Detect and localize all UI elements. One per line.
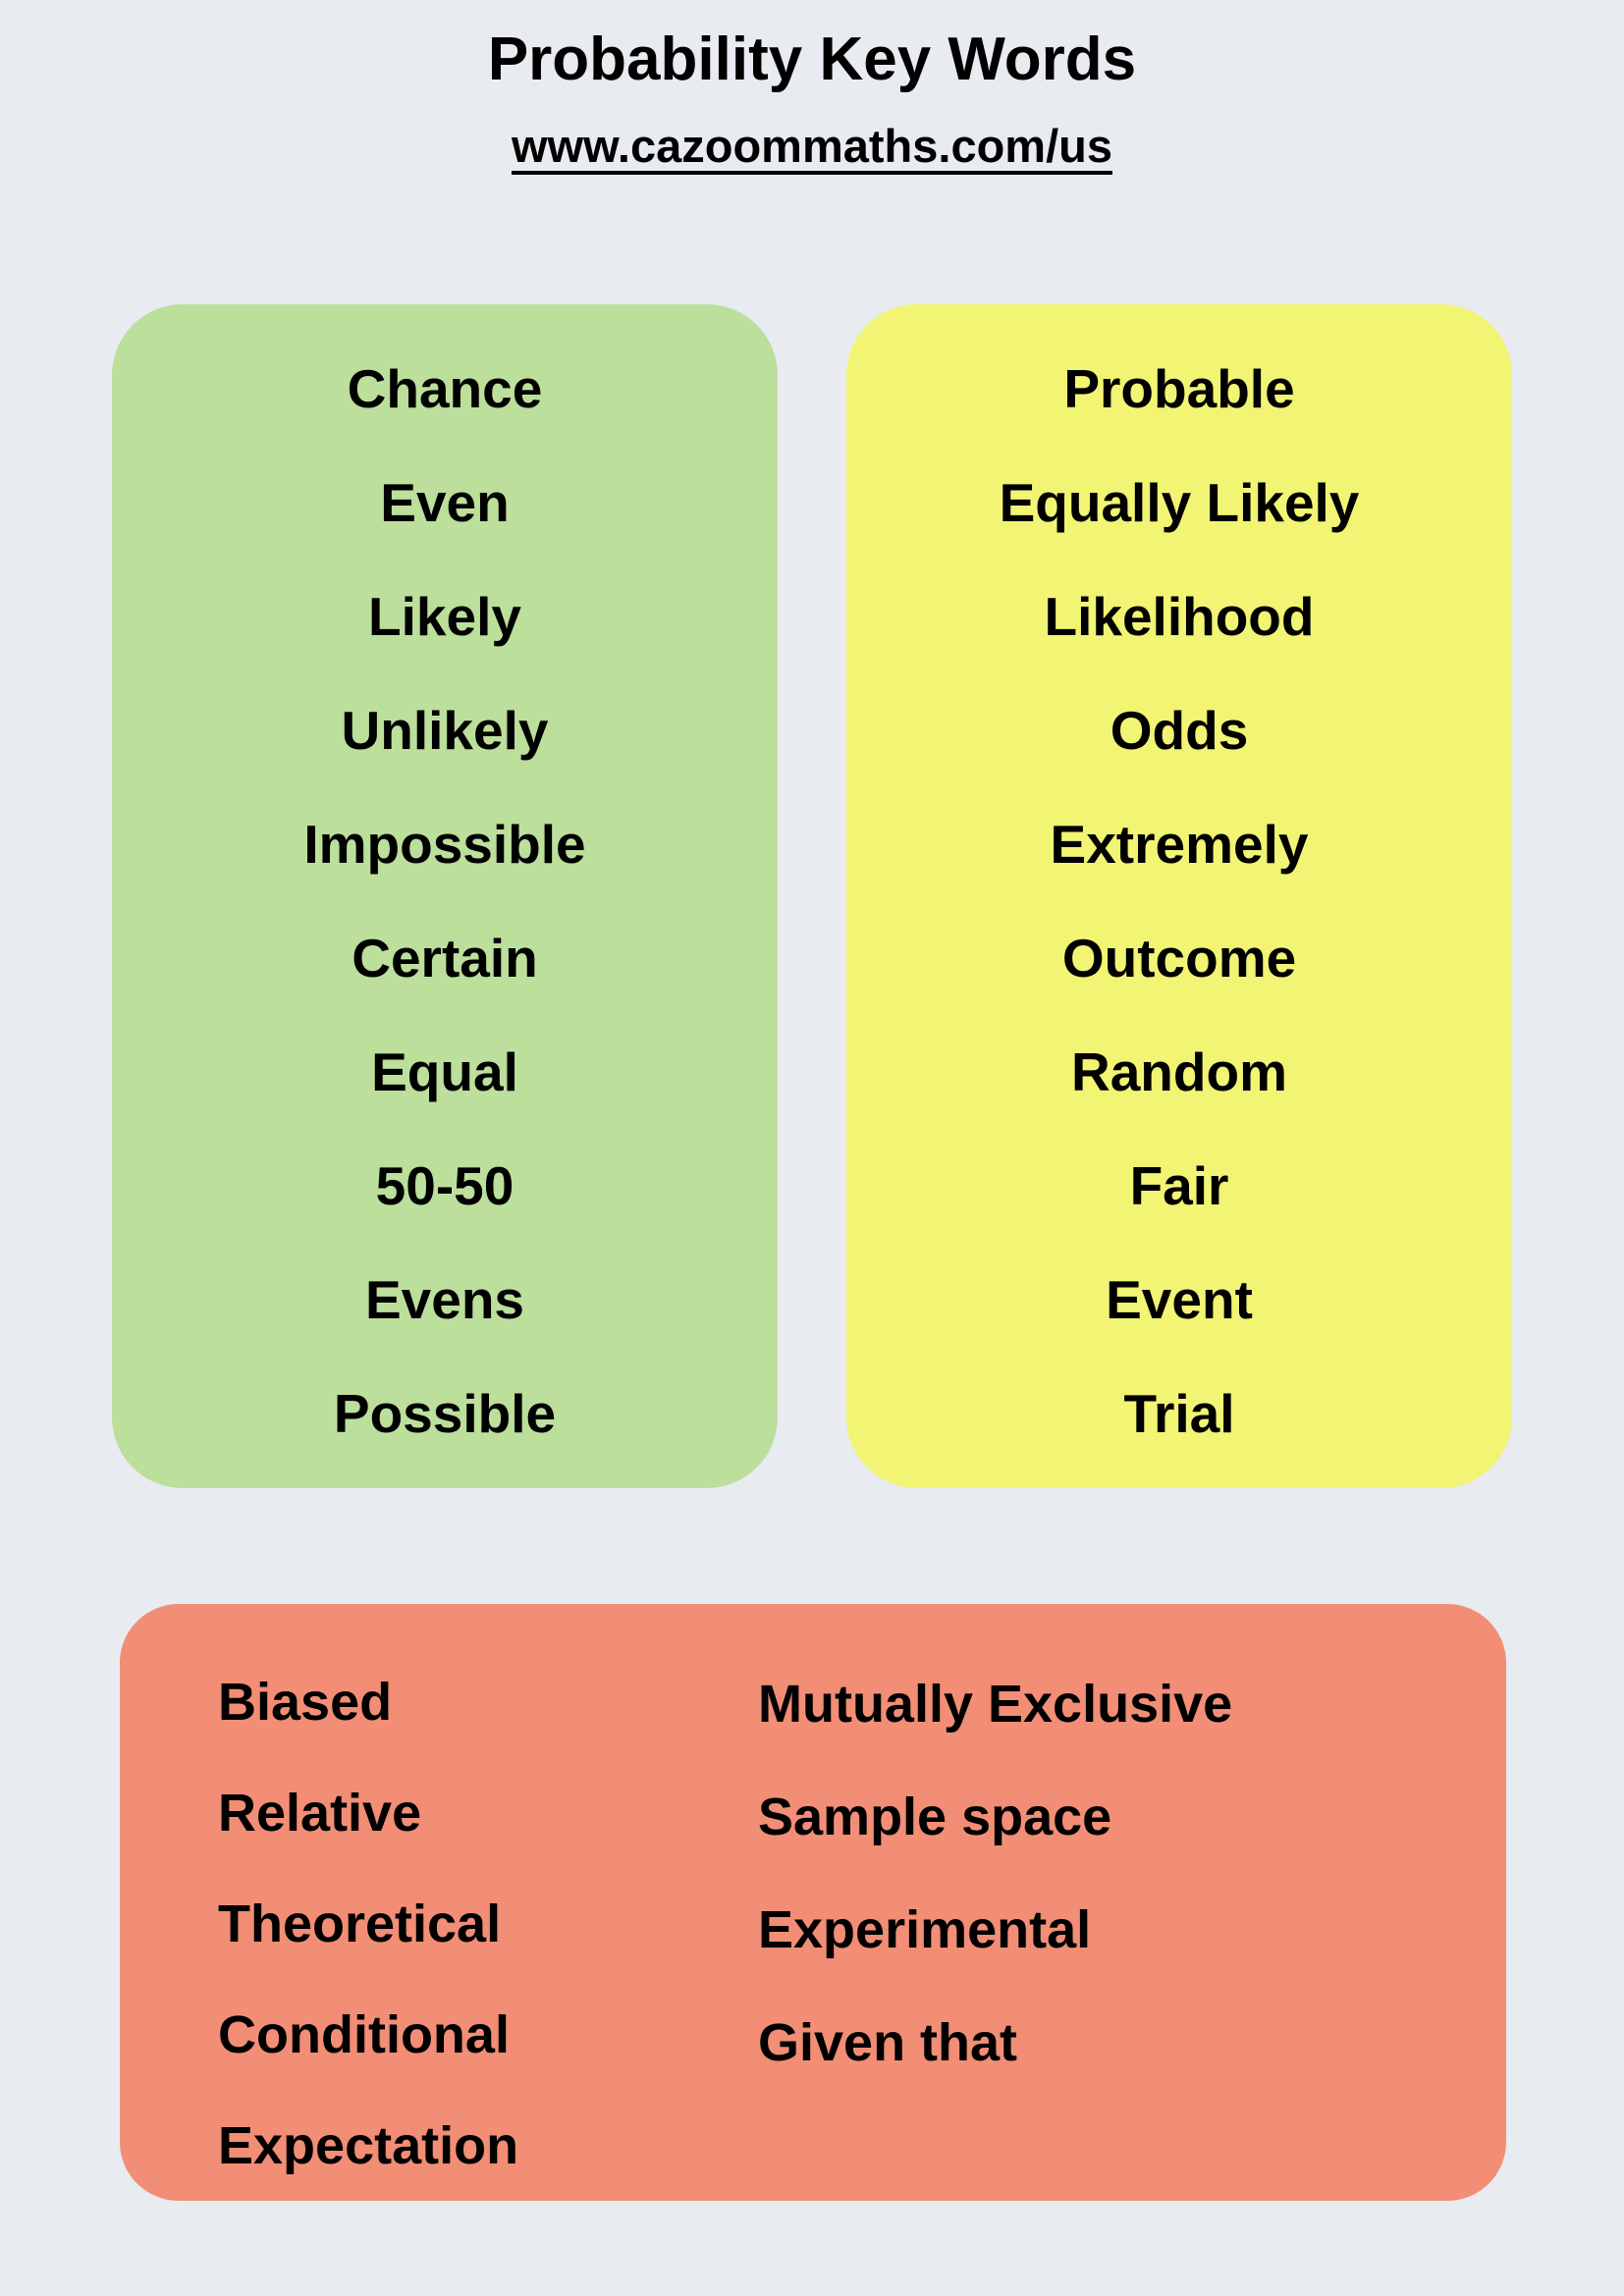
word-item: Unlikely xyxy=(341,699,549,761)
word-item: Evens xyxy=(364,1268,525,1330)
word-item: Given that xyxy=(758,2012,1018,2072)
word-item: Mutually Exclusive xyxy=(758,1674,1233,1734)
word-item: Certain xyxy=(352,927,538,988)
word-item: Random xyxy=(1071,1041,1287,1102)
word-item: Impossible xyxy=(303,813,586,875)
word-item: Biased xyxy=(218,1673,393,1733)
yellow-word-card: Probable Equally Likely Likelihood Odds … xyxy=(846,304,1512,1488)
green-word-card: Chance Even Likely Unlikely Impossible C… xyxy=(112,304,778,1488)
word-item: Outcome xyxy=(1061,927,1297,988)
word-item: Equal xyxy=(371,1041,518,1102)
website-url-link[interactable]: www.cazoommaths.com/us xyxy=(511,119,1112,172)
orange-card-right-column: Mutually Exclusive Sample space Experime… xyxy=(738,1647,1506,2201)
word-item: Even xyxy=(380,471,510,533)
word-item: Chance xyxy=(347,357,543,419)
word-item: Fair xyxy=(1129,1154,1229,1216)
orange-card-left-column: Biased Relative Theoretical Conditional … xyxy=(120,1647,738,2201)
subtitle-container: www.cazoommaths.com/us xyxy=(0,119,1624,173)
word-cards-row: Chance Even Likely Unlikely Impossible C… xyxy=(0,304,1624,1488)
word-item: Expectation xyxy=(218,2115,519,2175)
word-item: Sample space xyxy=(758,1787,1112,1846)
word-item: Event xyxy=(1106,1268,1253,1330)
word-item: Possible xyxy=(333,1382,557,1444)
word-item: Relative xyxy=(218,1784,422,1843)
word-item: Odds xyxy=(1110,699,1249,761)
page-header: Probability Key Words www.cazoommaths.co… xyxy=(0,0,1624,173)
word-item: Likelihood xyxy=(1044,585,1315,647)
word-item: Theoretical xyxy=(218,1894,502,1953)
word-item: Probable xyxy=(1063,357,1295,419)
word-item: Equally Likely xyxy=(999,471,1360,533)
word-item: Trial xyxy=(1123,1382,1235,1444)
word-item: Extremely xyxy=(1050,813,1309,875)
word-item: 50-50 xyxy=(375,1154,514,1216)
word-item: Conditional xyxy=(218,2004,510,2064)
word-item: Experimental xyxy=(758,1899,1092,1959)
word-item: Likely xyxy=(368,585,521,647)
page-title: Probability Key Words xyxy=(487,26,1137,93)
orange-word-card: Biased Relative Theoretical Conditional … xyxy=(120,1604,1506,2201)
